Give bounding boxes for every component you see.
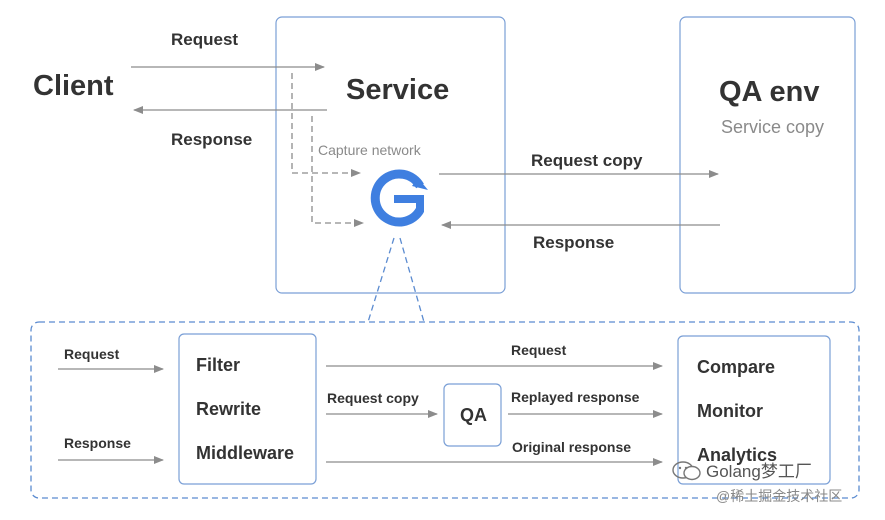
bottom-request-label: Request bbox=[511, 342, 567, 358]
zoom-line-right bbox=[399, 237, 425, 323]
zoom-line-left bbox=[367, 237, 395, 323]
service-copy-label: Service copy bbox=[721, 117, 825, 137]
output-item-monitor: Monitor bbox=[697, 401, 763, 421]
output-item-analytics: Analytics bbox=[697, 445, 778, 465]
qa-label: QA bbox=[460, 405, 487, 425]
capture-network-label: Capture network bbox=[318, 142, 421, 158]
output-box bbox=[677, 335, 831, 485]
service-label: Service bbox=[346, 74, 450, 106]
watermark-line2: @稀土掘金技术社区 bbox=[716, 488, 843, 504]
watermark-line1: Golang梦工厂 bbox=[706, 462, 812, 481]
client-label: Client bbox=[33, 70, 114, 102]
bottom-request-copy-label: Request copy bbox=[327, 390, 419, 406]
request-copy-label: Request copy bbox=[531, 151, 643, 170]
qa-env-box bbox=[679, 16, 856, 294]
qa-box bbox=[443, 383, 502, 447]
capture-dashed-line-2 bbox=[311, 116, 364, 227]
request-label: Request bbox=[171, 30, 239, 49]
processing-box bbox=[178, 333, 317, 485]
input-request-label: Request bbox=[64, 346, 120, 362]
replayed-response-label: Replayed response bbox=[511, 389, 640, 405]
processing-item-middleware: Middleware bbox=[196, 443, 295, 463]
service-box bbox=[275, 16, 506, 294]
qa-env-label: QA env bbox=[719, 76, 820, 108]
goreplay-logo-icon bbox=[370, 169, 428, 227]
capture-dashed-line-1 bbox=[291, 73, 361, 177]
wechat-icon bbox=[672, 461, 701, 481]
input-response-label: Response bbox=[64, 435, 131, 451]
original-response-label: Original response bbox=[512, 439, 632, 455]
detail-dashed-frame bbox=[30, 321, 860, 499]
processing-item-filter: Filter bbox=[196, 355, 241, 375]
output-item-compare: Compare bbox=[697, 357, 776, 377]
qa-response-label: Response bbox=[533, 233, 615, 252]
processing-item-rewrite: Rewrite bbox=[196, 399, 262, 419]
response-label: Response bbox=[171, 130, 253, 149]
